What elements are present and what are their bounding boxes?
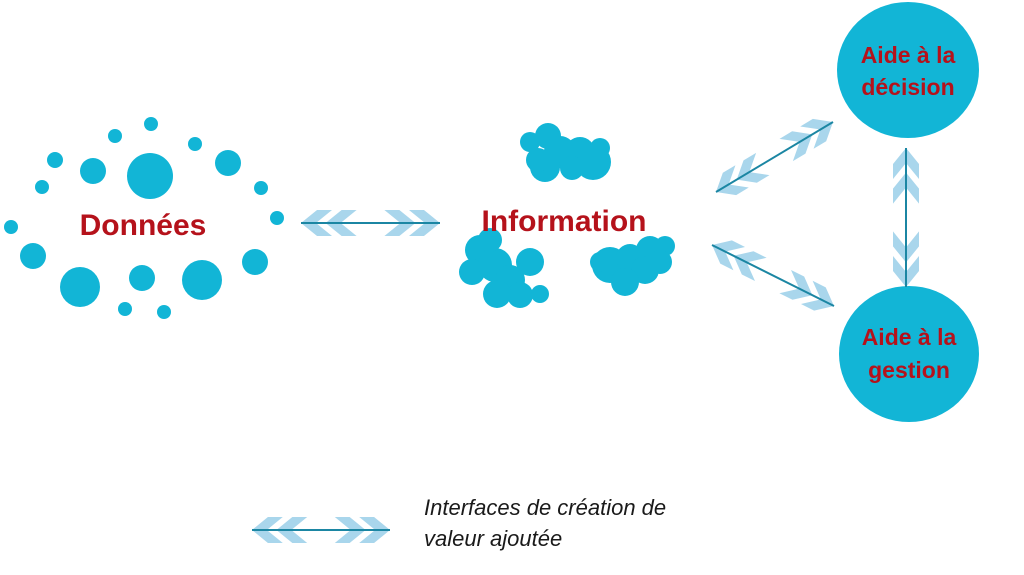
scattered-dots-icon bbox=[4, 117, 284, 319]
legend-line1: Interfaces de création de bbox=[424, 495, 667, 520]
decision-ellipse bbox=[837, 2, 979, 138]
dot bbox=[129, 265, 155, 291]
dot bbox=[4, 220, 18, 234]
gestion-label-line2: gestion bbox=[868, 357, 950, 383]
double-chevron-arrow-icon bbox=[252, 517, 390, 543]
cloud-puff-2 bbox=[516, 248, 544, 276]
decision-label-line2: décision bbox=[861, 74, 954, 100]
legend-line2: valeur ajoutée bbox=[424, 526, 563, 551]
cloud-puff-2 bbox=[531, 285, 549, 303]
decision-label-line1: Aide à la bbox=[861, 42, 956, 68]
dot bbox=[242, 249, 268, 275]
connector-information-decision bbox=[709, 110, 840, 204]
cloud-puff-1 bbox=[560, 156, 584, 180]
cloud-puff-1 bbox=[520, 132, 540, 152]
information-label: Information bbox=[482, 205, 647, 238]
dot bbox=[47, 152, 63, 168]
cloud-puff-1 bbox=[590, 138, 610, 158]
arrow-line bbox=[711, 244, 835, 307]
cloud-puff-3 bbox=[590, 252, 610, 272]
connector-decision-gestion bbox=[893, 148, 919, 287]
legend: Interfaces de création de valeur ajoutée bbox=[424, 492, 666, 554]
dot bbox=[254, 181, 268, 195]
gestion-node: Aide à la gestion bbox=[839, 286, 979, 422]
dot bbox=[108, 129, 122, 143]
cloud-puff-2 bbox=[478, 228, 502, 252]
gestion-ellipse bbox=[839, 286, 979, 422]
dot bbox=[20, 243, 46, 269]
arrow-line bbox=[715, 121, 834, 193]
donnees-node: Données bbox=[4, 117, 284, 319]
connector-information-gestion bbox=[706, 233, 840, 318]
information-node: Information bbox=[459, 123, 675, 308]
donnees-label: Données bbox=[80, 209, 207, 242]
dot bbox=[118, 302, 132, 316]
dot bbox=[157, 305, 171, 319]
cloud-puff-2 bbox=[507, 282, 533, 308]
dot bbox=[182, 260, 222, 300]
dot bbox=[35, 180, 49, 194]
cloud-puff-3 bbox=[611, 268, 639, 296]
legend-arrow bbox=[252, 517, 390, 543]
dot bbox=[215, 150, 241, 176]
connector-donnees-information bbox=[301, 210, 440, 236]
dot bbox=[60, 267, 100, 307]
dot bbox=[270, 211, 284, 225]
cloud-puff-1 bbox=[526, 148, 550, 172]
cloud-puff-3 bbox=[648, 250, 672, 274]
cloud-clusters-icon bbox=[459, 123, 675, 308]
decision-node: Aide à la décision bbox=[837, 2, 979, 138]
cloud-puff-2 bbox=[483, 280, 511, 308]
dot bbox=[80, 158, 106, 184]
dot bbox=[127, 153, 173, 199]
gestion-label-line1: Aide à la bbox=[862, 324, 957, 350]
dot bbox=[144, 117, 158, 131]
dot bbox=[188, 137, 202, 151]
